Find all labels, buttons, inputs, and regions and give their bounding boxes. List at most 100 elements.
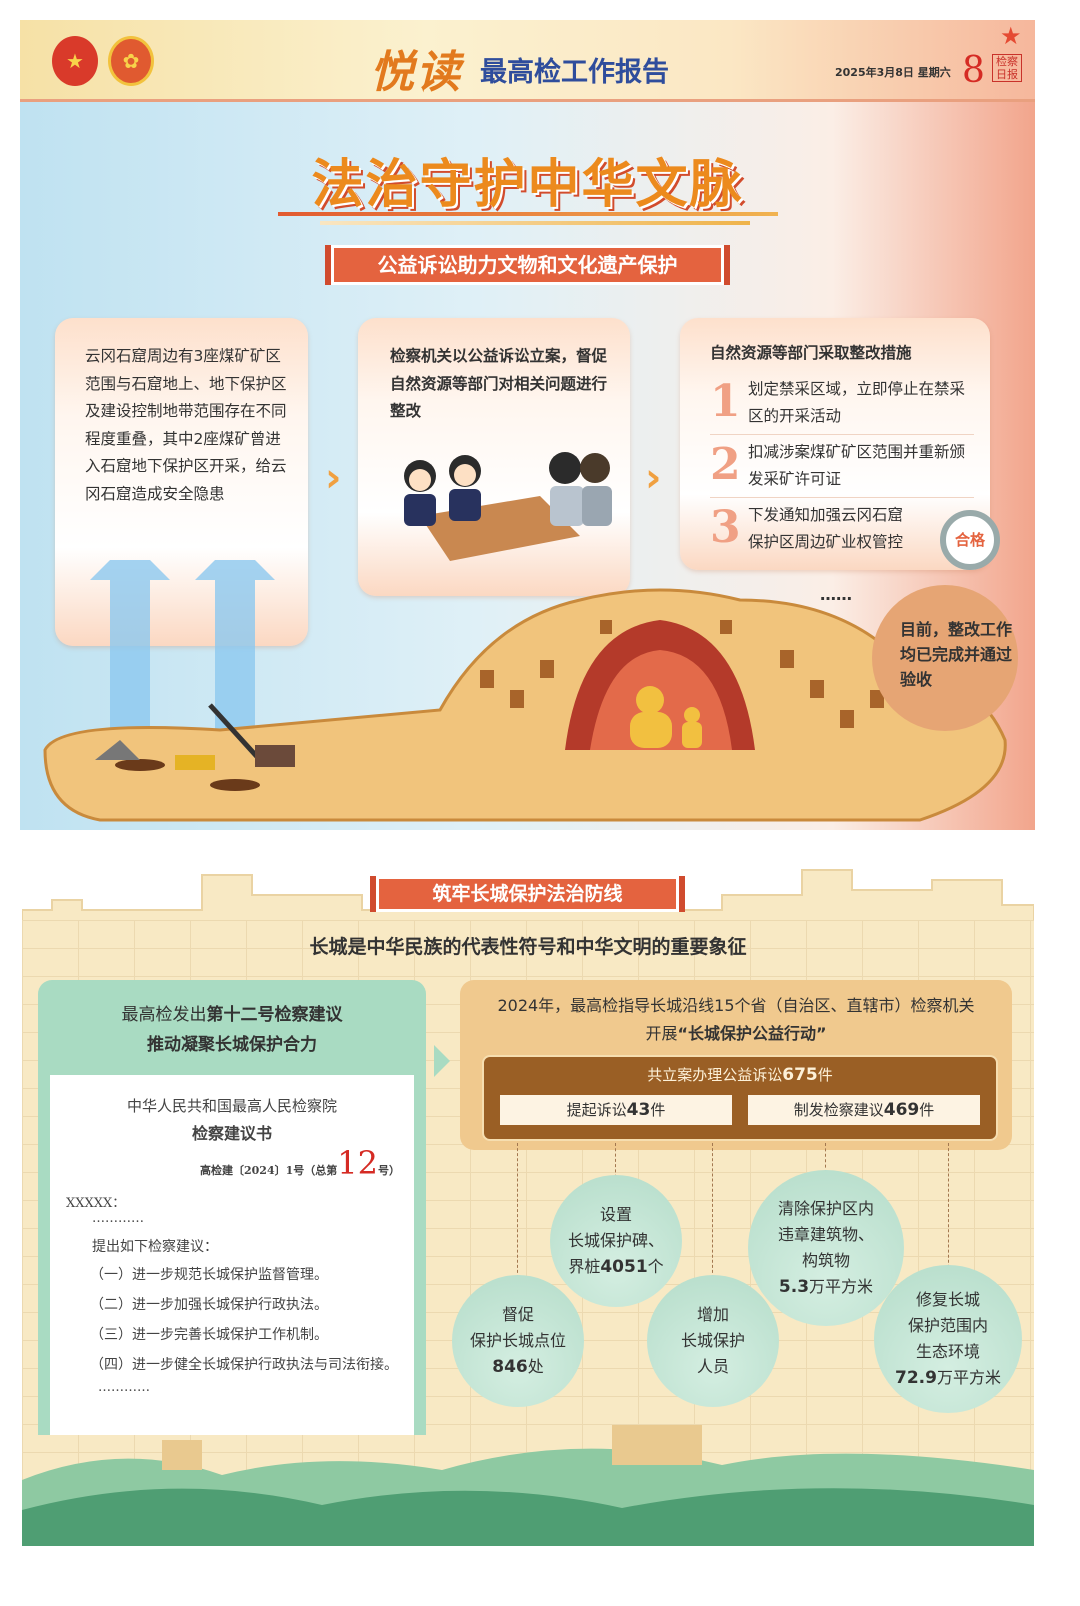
- connector: [825, 1143, 826, 1173]
- bubble-unit: 万平方米: [936, 1368, 1001, 1387]
- heading-text: 推动凝聚长城保护合力: [147, 1035, 317, 1055]
- stat-value: 675: [782, 1065, 818, 1085]
- bubble-value: 846: [492, 1357, 528, 1377]
- bubble-text: 保护长城点位: [469, 1331, 566, 1350]
- divider: [320, 221, 750, 225]
- stat-value: 469: [883, 1100, 920, 1120]
- stat-bubble: 增加长城保护人员: [647, 1275, 779, 1407]
- stat-unit: 件: [919, 1101, 935, 1119]
- stat-label: 提起诉讼: [566, 1101, 627, 1119]
- bubble-text: 设置: [599, 1205, 632, 1224]
- ellipsis: ……: [820, 585, 852, 604]
- action-heading: 2024年，最高检指导长城沿线15个省（自治区、直辖市）检察机关 开展“长城保护…: [460, 980, 1012, 1048]
- chevron-right-icon: ›: [325, 455, 342, 501]
- panel-heading: 最高检发出第十二号检察建议 推动凝聚长城保护合力: [38, 980, 426, 1060]
- bubble-text: 个: [647, 1257, 664, 1276]
- step-text: 下发通知加强云冈石窟保护区周边矿业权管控: [748, 505, 904, 551]
- chevron-right-icon: ›: [645, 455, 662, 501]
- doc-type: 检察建议书: [191, 1124, 272, 1143]
- heading-text: 最高检发出: [121, 1005, 207, 1025]
- connector: [615, 1143, 616, 1183]
- bubble-unit: 处: [527, 1357, 544, 1376]
- doc-addressee: XXXXX：: [66, 1196, 126, 1211]
- doc-ellipsis: …………: [92, 1211, 144, 1226]
- stat-unit: 件: [817, 1066, 833, 1084]
- doc-ref: 高检建〔2024〕1号（总第12号）: [50, 1144, 414, 1182]
- bubble-value: 4051: [600, 1257, 648, 1277]
- bubble-text: 生态环境: [915, 1342, 980, 1361]
- step-text: 划定禁采区域，立即停止在禁采区的开采活动: [748, 379, 966, 425]
- step-text: 扣减涉案煤矿矿区范围并重新颁发采矿许可证: [748, 442, 966, 488]
- section-banner: 筑牢长城保护法治防线: [370, 876, 685, 912]
- arrow-up-icon: [90, 560, 170, 760]
- bubble-text: 修复长城: [915, 1290, 980, 1309]
- ref-text: 号）: [378, 1164, 400, 1177]
- masthead: 检察日报: [992, 54, 1022, 82]
- hills-illustration: [22, 1425, 1034, 1546]
- brand-logo: 悦读: [370, 47, 462, 98]
- step-number: 3: [710, 501, 741, 553]
- bubble-text: 督促: [501, 1305, 534, 1324]
- measures-title: 自然资源等部门采取整改措施: [710, 344, 912, 362]
- meeting-illustration: [404, 451, 612, 561]
- cppcc-emblem-icon: ✿: [108, 36, 154, 86]
- stat-bubble: 督促保护长城点位 846处: [452, 1275, 584, 1407]
- connector: [712, 1143, 713, 1278]
- bubble-text: 界桩: [568, 1257, 601, 1276]
- page-number: 8: [962, 50, 985, 91]
- doc-ellipsis: …………: [98, 1380, 150, 1395]
- bubble-text: 保护范围内: [907, 1316, 988, 1335]
- total-cases: 共立案办理公益诉讼675件: [484, 1064, 996, 1085]
- problem-card: 云冈石窟周边有3座煤矿矿区范围与石窟地上、地下保护区及建设控制地带范围存在不同程…: [55, 318, 308, 646]
- star-icon: ★: [1000, 22, 1022, 50]
- section-subtitle: 长城是中华民族的代表性符号和中华文明的重要象征: [309, 936, 747, 958]
- main-title: 法治守护中华文脉: [311, 154, 744, 215]
- page-header: ★ ✿ 悦读 最高检工作报告 2025年3月8日 星期六 8 检察日报 ★: [20, 20, 1035, 102]
- heading-emphasis: “长城保护公益行动”: [677, 1024, 827, 1043]
- bubble-unit: 万平方米: [809, 1277, 874, 1296]
- divider: [278, 212, 778, 216]
- bubble-text: 长城保护碑、: [567, 1231, 664, 1250]
- recommendation-document: 中华人民共和国最高人民检察院 检察建议书 高检建〔2024〕1号（总第12号） …: [50, 1075, 414, 1435]
- result-badge: 目前，整改工作均已完成并通过验收: [872, 585, 1018, 731]
- bubble-value: 72.9: [895, 1368, 937, 1388]
- step-number: 2: [710, 438, 741, 490]
- step-number: 1: [710, 375, 741, 427]
- action-card: 检察机关以公益诉讼立案，督促自然资源等部门对相关问题进行整改: [358, 318, 630, 596]
- national-emblem-icon: ★: [52, 36, 98, 86]
- heading-text: 2024年，最高检指导长城沿线15个省（自治区、直辖市）检察机关: [497, 996, 975, 1015]
- stat-bubble: 清除保护区内违章建筑物、构筑物 5.3万平方米: [748, 1170, 904, 1326]
- action-text: 检察机关以公益诉讼立案，督促自然资源等部门对相关问题进行整改: [390, 347, 608, 420]
- bubble-text: 构筑物: [801, 1251, 850, 1270]
- report-title: 最高检工作报告: [480, 57, 669, 88]
- doc-items: （一）进一步规范长城保护监督管理。 （二）进一步加强长城保护行政执法。 （三）进…: [50, 1260, 414, 1380]
- section-banner: 公益诉讼助力文物和文化遗产保护: [325, 245, 730, 285]
- stat-bubble: 修复长城保护范围内生态环境 72.9万平方米: [874, 1265, 1022, 1413]
- doc-item: （三）进一步完善长城保护工作机制。: [90, 1327, 328, 1343]
- magnifier-stamp: 合格: [940, 510, 1000, 570]
- date: 2025年3月8日 星期六: [835, 66, 951, 79]
- connector: [517, 1143, 518, 1278]
- bubble-text: 增加: [696, 1305, 729, 1324]
- problem-text: 云冈石窟周边有3座煤矿矿区范围与石窟地上、地下保护区及建设控制地带范围存在不同程…: [85, 347, 287, 503]
- stat-unit: 件: [650, 1101, 666, 1119]
- stat-value: 43: [626, 1100, 651, 1120]
- heading-text: 开展: [645, 1024, 678, 1043]
- ref-number: 12: [337, 1144, 378, 1182]
- bubble-text: 清除保护区内: [777, 1199, 874, 1218]
- bubble-value: 5.3: [778, 1277, 810, 1297]
- bubble-text: 违章建筑物、: [777, 1225, 874, 1244]
- stat-label: 制发检察建议: [793, 1101, 884, 1119]
- grotto-illustration: [43, 560, 1007, 822]
- doc-item: （二）进一步加强长城保护行政执法。: [90, 1297, 328, 1313]
- connector: [948, 1143, 949, 1278]
- bubble-text: 长城保护: [680, 1331, 745, 1350]
- lawsuits-stat: 提起诉讼43件: [500, 1095, 732, 1125]
- doc-org: 中华人民共和国最高人民检察院: [126, 1097, 337, 1115]
- great-wall-section: 筑牢长城保护法治防线 长城是中华民族的代表性符号和中华文明的重要象征 最高检发出…: [22, 860, 1034, 1546]
- battlements: [22, 869, 1034, 930]
- doc-item: （四）进一步健全长城保护行政执法与司法衔接。: [90, 1357, 398, 1373]
